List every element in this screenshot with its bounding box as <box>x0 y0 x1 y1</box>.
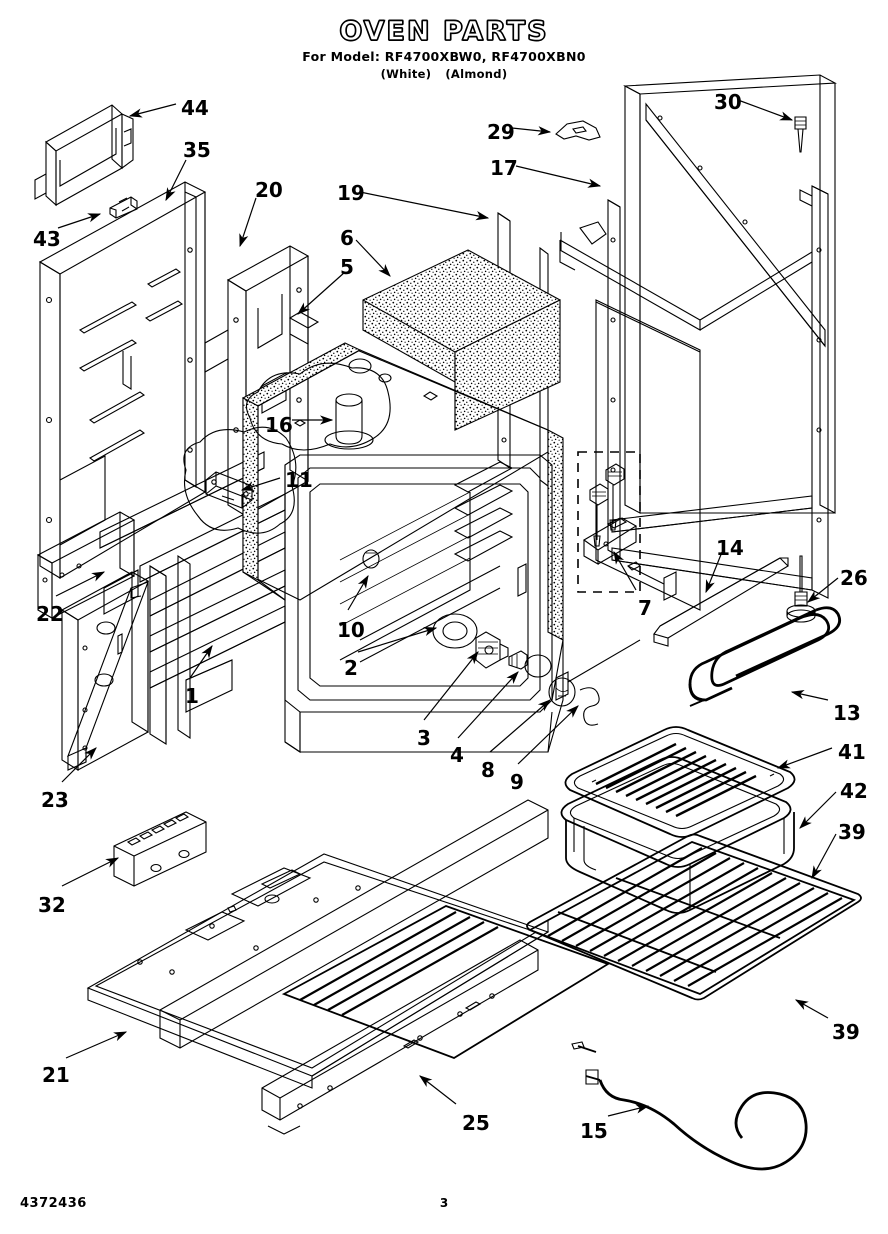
part-9-lens-retainer-clip <box>579 687 600 726</box>
finish-almond: (Almond) <box>445 67 508 82</box>
model-line: For Model: RF4700XBW0, RF4700XBN0 <box>302 49 586 65</box>
callout-29: 29 <box>487 120 515 144</box>
part-3-lamp-socket <box>475 631 509 669</box>
part-22-side-support-bracket <box>36 511 150 771</box>
finish-line: (White) (Almond) <box>0 67 888 81</box>
part-44-vent-trim <box>34 104 134 207</box>
footer-part-number: 4372436 <box>20 1196 87 1211</box>
callout-23: 23 <box>41 788 69 812</box>
callout-11: 11 <box>285 468 313 492</box>
callout-2: 2 <box>344 656 358 680</box>
footer-page-number: 3 <box>439 1196 449 1210</box>
part-41-broiler-grid <box>564 726 796 838</box>
part-4-oven-lamp-bulb <box>508 650 552 678</box>
callout-39-upper: 39 <box>838 820 866 844</box>
callout-16: 16 <box>265 413 293 437</box>
callout-20: 20 <box>255 178 283 202</box>
callout-4: 4 <box>450 743 464 767</box>
part-43-latch-bracket <box>109 196 138 219</box>
page-title: OVEN PARTS <box>339 16 549 47</box>
part-14-element-support-rod <box>555 557 789 701</box>
part-2-oven-cavity-liner <box>241 342 564 754</box>
callout-22: 22 <box>36 602 64 626</box>
callout-13: 13 <box>833 701 861 725</box>
page-header: OVEN PARTS For Model: RF4700XBW0, RF4700… <box>0 16 888 81</box>
callout-9: 9 <box>510 770 524 794</box>
callout-7: 7 <box>638 596 652 620</box>
part-35-left-side-panel <box>38 181 207 579</box>
part-23-front-leg-brace <box>67 581 149 771</box>
callout-32: 32 <box>38 893 66 917</box>
part-30-screw <box>794 116 807 153</box>
callout-15: 15 <box>580 1119 608 1143</box>
callout-1: 1 <box>185 684 199 708</box>
part-39-oven-rack-upper <box>526 833 862 1001</box>
callout-41: 41 <box>838 740 866 764</box>
part-16-oven-vent-tube <box>245 362 391 451</box>
callout-25: 25 <box>462 1111 490 1135</box>
callout-26: 26 <box>840 566 868 590</box>
callout-8: 8 <box>481 758 495 782</box>
part-7-thermostat-sensor-assembly <box>577 451 641 593</box>
callout-14: 14 <box>716 536 744 560</box>
callout-5: 5 <box>340 255 354 279</box>
part-15-broil-element-wire <box>571 1041 808 1171</box>
part-5-front-frame-rail <box>288 311 320 345</box>
part-32-terminal-block <box>113 811 207 887</box>
callout-42: 42 <box>840 779 868 803</box>
callout-30: 30 <box>714 90 742 114</box>
callout-19: 19 <box>337 181 365 205</box>
callout-6: 6 <box>340 226 354 250</box>
part-13-bake-element <box>688 606 842 707</box>
part-21-bottom-panel <box>86 853 550 1089</box>
part-25-front-rail <box>159 799 549 1135</box>
callout-43: 43 <box>33 227 61 251</box>
part-17-rear-panel <box>559 74 837 611</box>
callout-35: 35 <box>183 138 211 162</box>
callout-3: 3 <box>417 726 431 750</box>
part-39-oven-rack-lower <box>281 905 611 1059</box>
callout-39-lower: 39 <box>832 1020 860 1044</box>
callout-leaders <box>55 99 839 1117</box>
callout-21: 21 <box>42 1063 70 1087</box>
callout-44: 44 <box>181 96 209 120</box>
part-6-top-insulation <box>362 249 561 431</box>
callout-17: 17 <box>490 156 518 180</box>
finish-white: (White) <box>380 67 432 82</box>
part-11-door-hinge-receptacle <box>183 426 297 534</box>
part-1-oven-bottom-frame <box>99 451 286 745</box>
part-29-hinge-clip <box>555 120 601 141</box>
callout-10: 10 <box>337 618 365 642</box>
